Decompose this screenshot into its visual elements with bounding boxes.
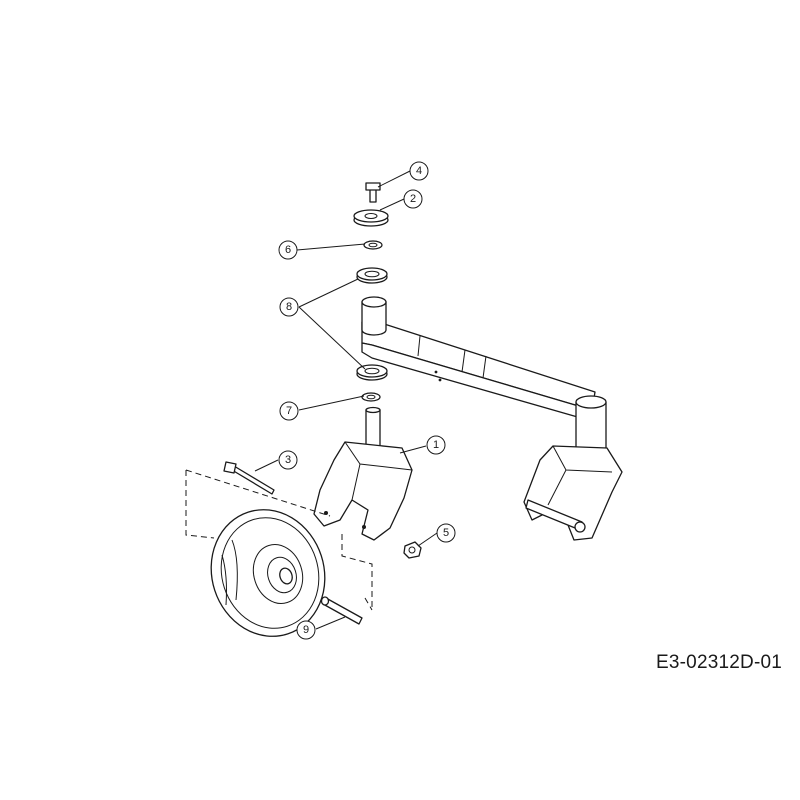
callout-2-label: 2 [410, 193, 416, 205]
retaining-washer [363, 240, 383, 250]
callout-2-highlight [403, 189, 423, 209]
callout-4: 4 [409, 161, 429, 181]
callout-5-label: 5 [443, 527, 449, 539]
right-pivot-tube [575, 395, 607, 455]
callout-6: 6 [278, 240, 298, 260]
diagram-reference-code: E3-02312D-01 [656, 652, 782, 673]
axle-beam [361, 319, 596, 421]
callout-3-label: 3 [285, 454, 291, 466]
assembly-guide-lines [185, 469, 373, 611]
callout-9-label: 9 [303, 624, 309, 636]
callout-8: 8 [279, 297, 299, 317]
callout-2: 2 [403, 189, 423, 209]
callout-4-label: 4 [416, 165, 422, 177]
callout-9: 9 [296, 620, 316, 640]
callout-3: 3 [278, 450, 298, 470]
spacer-tube [320, 596, 363, 625]
left-caster-fork [313, 441, 413, 541]
callout-6-label: 6 [285, 244, 291, 256]
thrust-washer [361, 392, 381, 402]
callout-1-label: 1 [433, 439, 439, 451]
right-caster-fork [523, 445, 623, 541]
callout-7: 7 [279, 401, 299, 421]
dust-cap [353, 209, 389, 227]
lock-nut [403, 541, 422, 559]
wheel-assembly [210, 509, 326, 637]
leader-lines [254, 170, 438, 630]
axle-bolt [223, 461, 275, 495]
callout-1: 1 [426, 435, 446, 455]
pivot-bolt [365, 182, 381, 203]
lower-bearing [356, 364, 388, 381]
callout-5: 5 [436, 523, 456, 543]
callout-8-label: 8 [286, 301, 292, 313]
left-pivot-tube [361, 296, 387, 336]
callout-7-label: 7 [286, 405, 292, 417]
upper-bearing [356, 267, 388, 284]
fork-stem [365, 406, 381, 449]
